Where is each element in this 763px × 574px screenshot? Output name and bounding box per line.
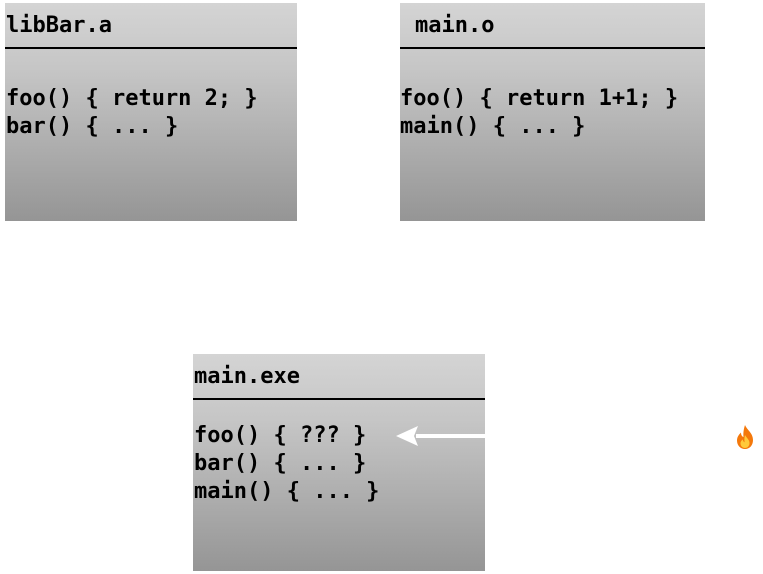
main-exe-box: main.exe foo() { ??? } bar() { ... } mai… <box>193 354 485 571</box>
libbar-a-divider <box>5 47 297 49</box>
libbar-a-box: libBar.a foo() { return 2; } bar() { ...… <box>5 3 297 221</box>
main-exe-code-line-bar: bar() { ... } <box>194 451 367 476</box>
main-o-code-line-foo: foo() { return 1+1; } <box>400 86 679 111</box>
libbar-a-code-line-foo: foo() { return 2; } <box>6 86 258 111</box>
arrow-left-icon <box>396 426 488 446</box>
main-exe-code-line-foo: foo() { ??? } <box>194 423 367 448</box>
main-exe-title: main.exe <box>194 364 300 389</box>
main-o-divider <box>400 47 705 49</box>
fire-icon <box>737 425 753 449</box>
main-o-box: main.o foo() { return 1+1; } main() { ..… <box>400 3 705 221</box>
main-exe-code: foo() { ??? } bar() { ... } main() { ...… <box>194 422 379 506</box>
main-exe-code-line-main: main() { ... } <box>194 479 380 504</box>
libbar-a-code-line-bar: bar() { ... } <box>6 114 179 139</box>
main-o-title: main.o <box>415 13 495 38</box>
main-o-code-line-main: main() { ... } <box>400 114 586 139</box>
libbar-a-code: foo() { return 2; } bar() { ... } <box>6 85 258 141</box>
libbar-a-title: libBar.a <box>6 13 112 38</box>
main-o-code: foo() { return 1+1; } main() { ... } <box>400 85 678 141</box>
main-exe-divider <box>193 398 485 400</box>
